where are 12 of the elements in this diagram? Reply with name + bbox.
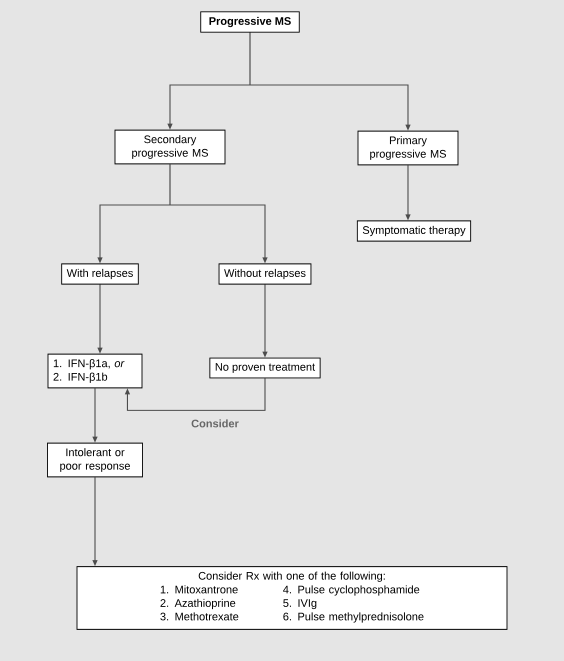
process-box: Intolerant or poor response — [47, 442, 143, 478]
process-box: Primary progressive MS — [358, 130, 458, 166]
edge-label: Consider — [192, 419, 239, 428]
process-box: No proven treatment — [209, 358, 321, 378]
process-box: Consider Rx with one of the following: 1. Mitoxantrone 4. Pulse cyclophosphamide 2. Azathioprine 5. IVIg 3. Methotrexate 6. Pulse methylprednisolone — [76, 566, 508, 630]
process-box: Symptomatic therapy — [356, 220, 472, 242]
arrow — [124, 378, 266, 411]
process-box: With relapses — [61, 263, 139, 285]
process-box: Progressive MS — [200, 11, 300, 33]
process-box: Without relapses — [218, 263, 312, 285]
process-box: 1. IFN-β1a, or 2. IFN-β1b — [48, 354, 142, 388]
process-box: Secondary progressive MS — [114, 130, 226, 164]
